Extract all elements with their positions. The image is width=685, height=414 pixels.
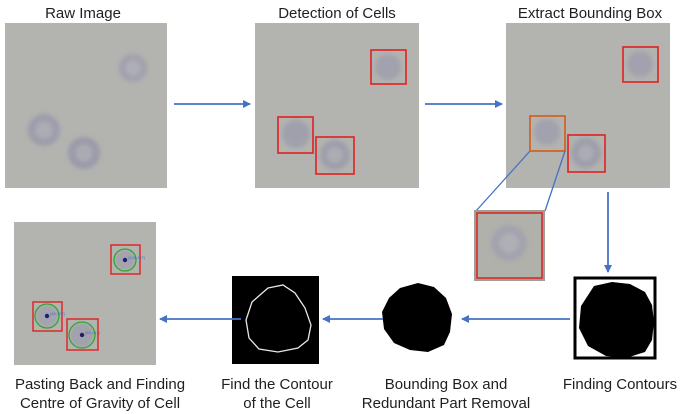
final-contour-1: [113, 248, 137, 272]
cropped-cell-panel: [474, 210, 545, 281]
centroid-dot-2: [44, 313, 50, 319]
removal-label-line1: Bounding Box and: [384, 376, 508, 393]
raw-image-panel: [5, 23, 167, 188]
contour-label-line2: of the Cell: [243, 395, 311, 412]
centroid-dot-3: [79, 332, 85, 338]
centroid-label-3: (63,167): [85, 330, 101, 335]
final-box-3: [66, 318, 99, 351]
removal-panel: [382, 283, 452, 352]
detection-panel: [255, 23, 419, 188]
pasting-label-line2: Centre of Gravity of Cell: [19, 395, 181, 412]
extract-box-1: [622, 46, 659, 83]
extract-box-selected: [529, 115, 566, 152]
detection-box-2: [277, 116, 314, 154]
final-box-2: [32, 301, 63, 332]
centroid-dot-1: [122, 257, 128, 263]
final-box-1: [110, 244, 141, 275]
final-contour-3: [68, 321, 96, 349]
extract-box-2: [567, 134, 606, 173]
pasting-label-line1: Pasting Back and Finding: [14, 376, 186, 393]
extract-panel: [506, 23, 670, 188]
centroid-label-1: (106,147): [128, 255, 146, 260]
extract-label: Extract Bounding Box: [517, 5, 663, 22]
final-panel: (106,147) (46,102) (63,167): [14, 222, 156, 365]
raw-image-label: Raw Image: [45, 5, 121, 22]
detection-box-1: [370, 49, 407, 85]
final-contour-2: [34, 303, 60, 329]
finding-contours-panel: [573, 276, 657, 360]
zoom-line-right: [544, 150, 566, 212]
zoom-line-left: [475, 150, 531, 212]
detection-label: Detection of Cells: [278, 5, 396, 22]
removal-label-line2: Redundant Part Removal: [361, 395, 531, 412]
contour-label-line1: Find the Contour: [221, 376, 333, 393]
finding-contours-label: Finding Contours: [562, 376, 678, 393]
contour-panel: [232, 276, 319, 364]
centroid-label-2: (46,102): [50, 311, 66, 316]
detection-box-3: [315, 136, 355, 175]
